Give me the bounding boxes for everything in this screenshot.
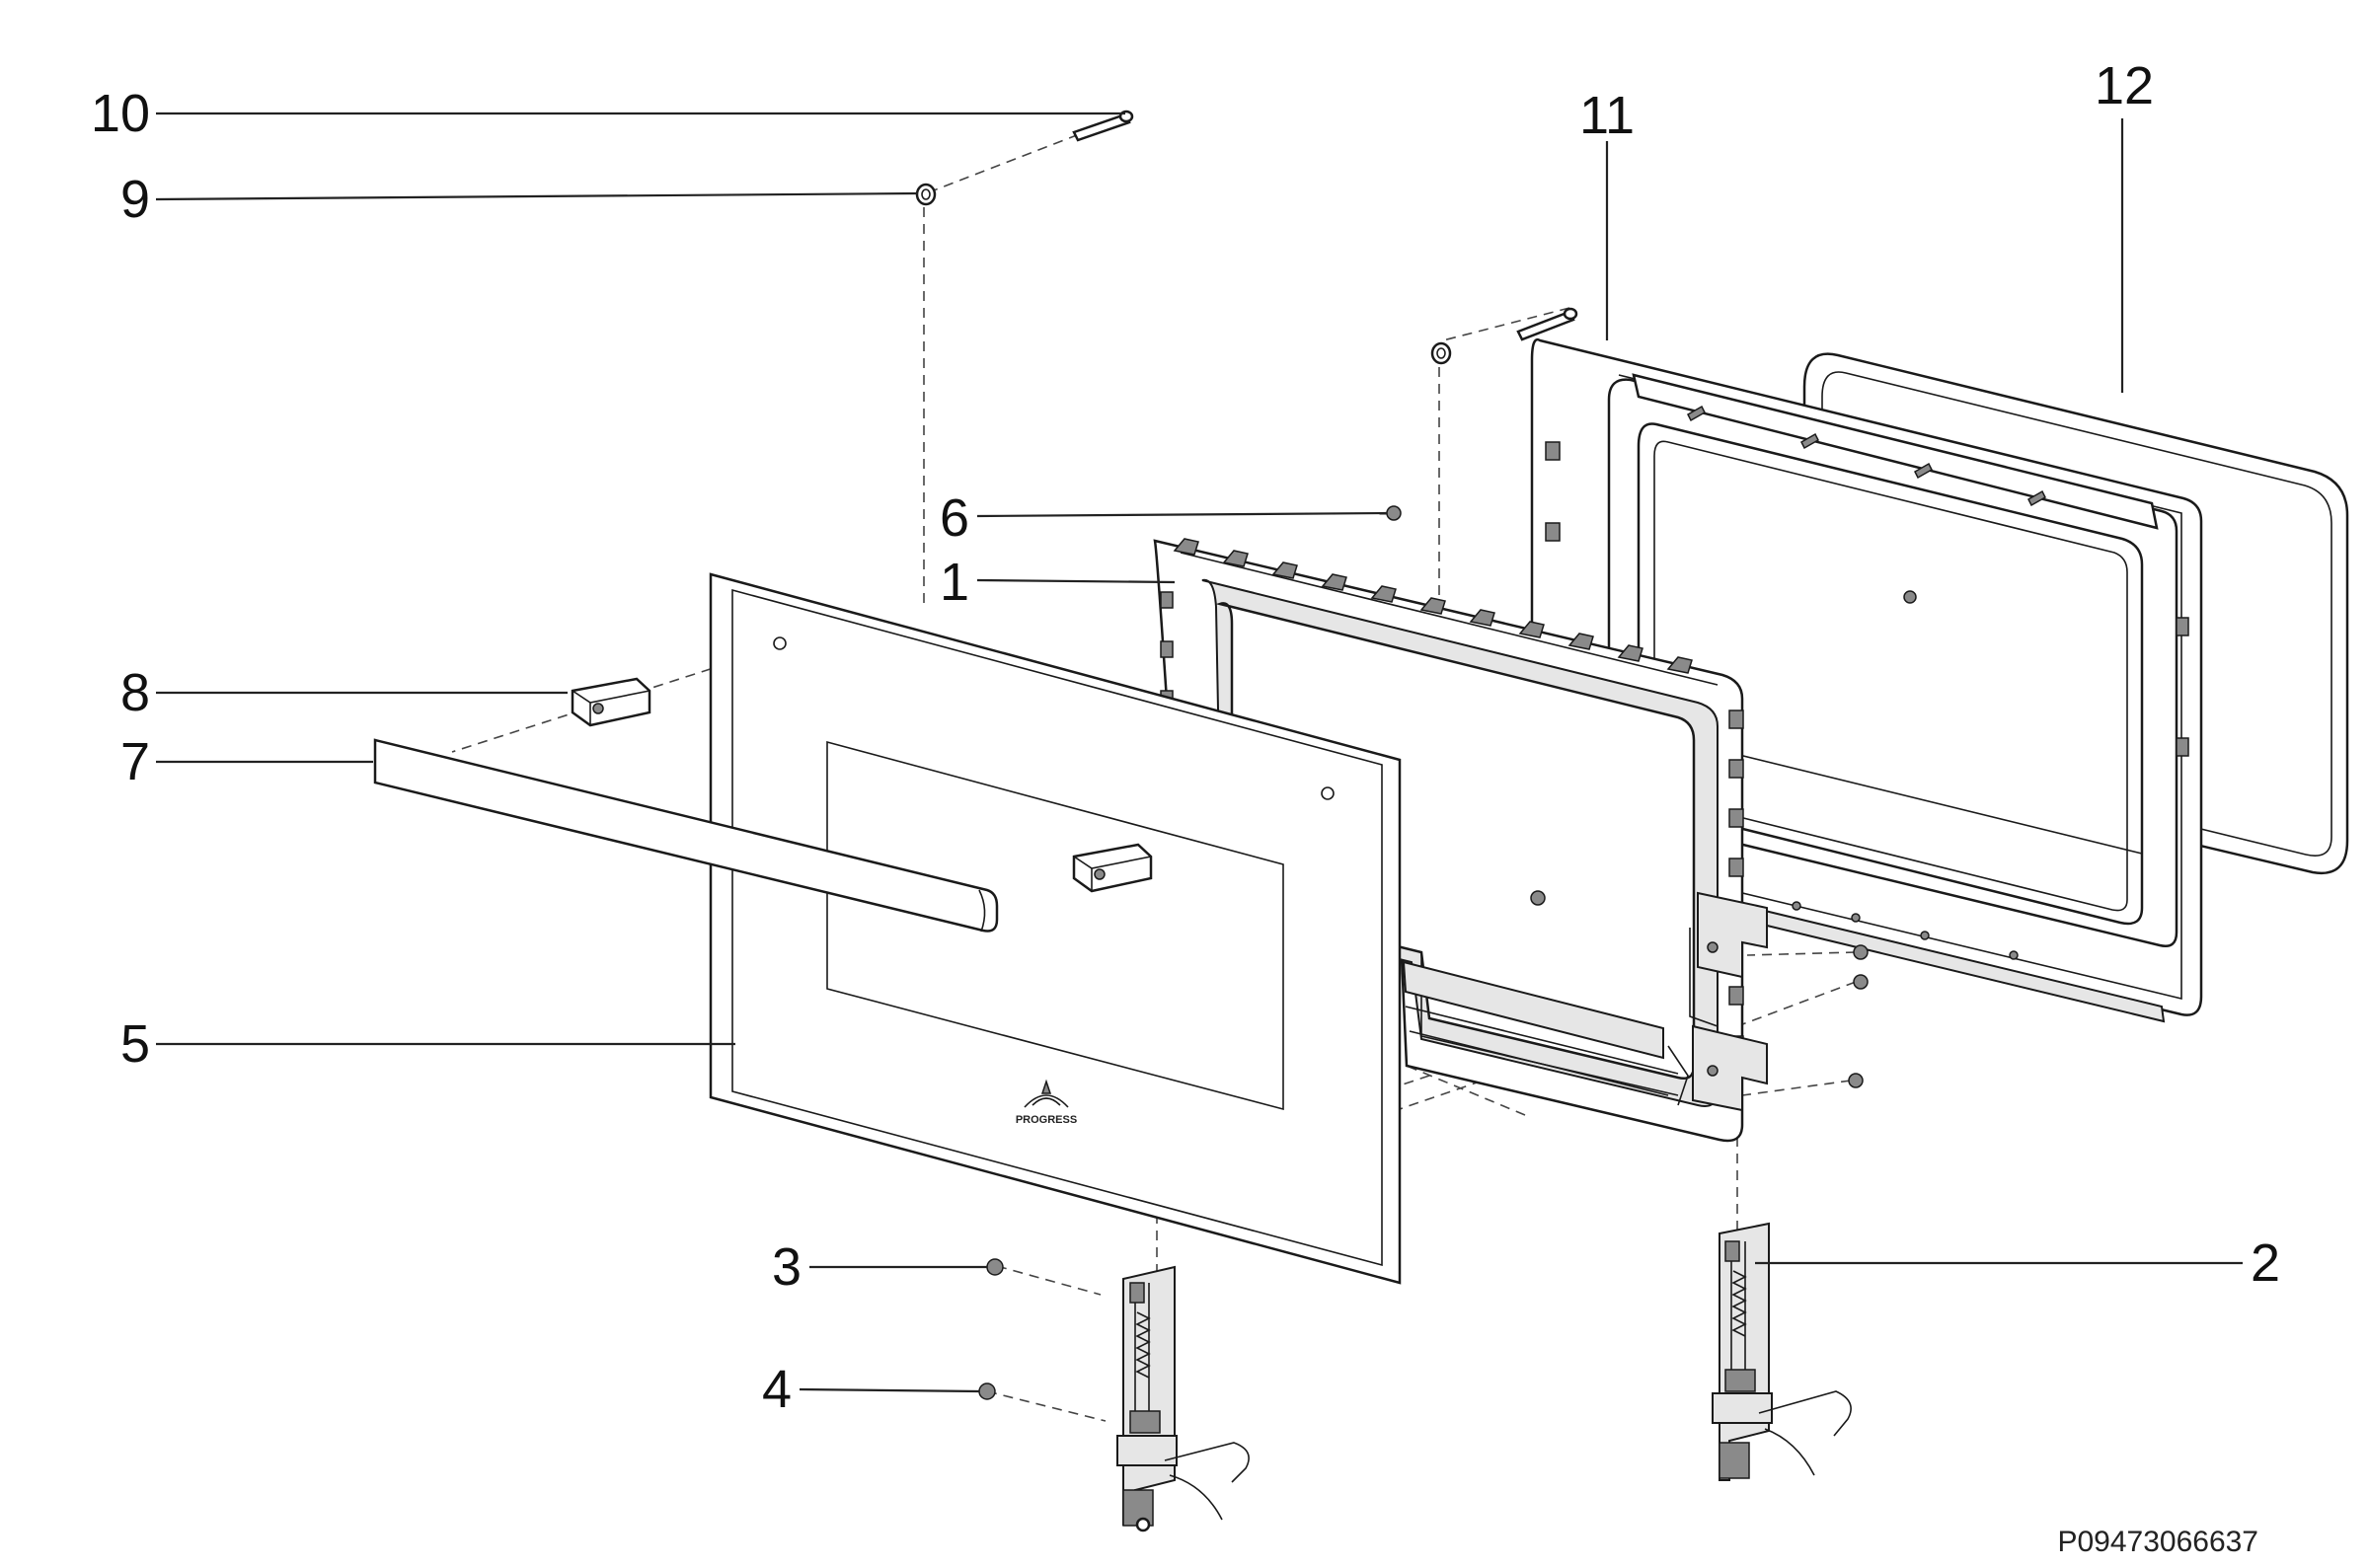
callout-4: 4	[762, 1360, 792, 1419]
part-7-handle-bar	[373, 738, 999, 933]
callout-10: 10	[91, 84, 150, 143]
part-10-pins	[1072, 110, 1578, 341]
hinge-right	[1712, 1222, 1852, 1481]
callout-11: 11	[1579, 86, 1635, 145]
callout-2: 2	[2251, 1233, 2280, 1293]
frame-teeth	[1173, 538, 1693, 674]
callout-8: 8	[120, 663, 150, 722]
brand-logo: PROGRESS	[1016, 1079, 1077, 1126]
hinge-left	[1116, 1265, 1250, 1532]
part-4-screw	[978, 1382, 996, 1400]
leader-lines	[155, 112, 2243, 1393]
callout-5: 5	[120, 1014, 150, 1074]
drawing-code: P09473066637	[2057, 1526, 2258, 1558]
part-8-handle-mounts	[571, 677, 1153, 893]
part-9-washers	[915, 183, 1452, 365]
callout-6: 6	[940, 488, 969, 548]
callout-3: 3	[772, 1237, 802, 1297]
callout-1: 1	[940, 553, 969, 612]
part-3-screw	[986, 1258, 1004, 1276]
part-5-outer-glass: PROGRESS	[709, 572, 1402, 1285]
logo-text: PROGRESS	[1016, 1114, 1077, 1126]
part-1-door-frame	[1153, 538, 1768, 1143]
callout-labels: 10 9 11 12 6 1 8 7 5 3 4 2	[91, 56, 2280, 1419]
callout-9: 9	[120, 170, 150, 229]
callout-7: 7	[120, 732, 150, 791]
callout-12: 12	[2095, 56, 2154, 115]
